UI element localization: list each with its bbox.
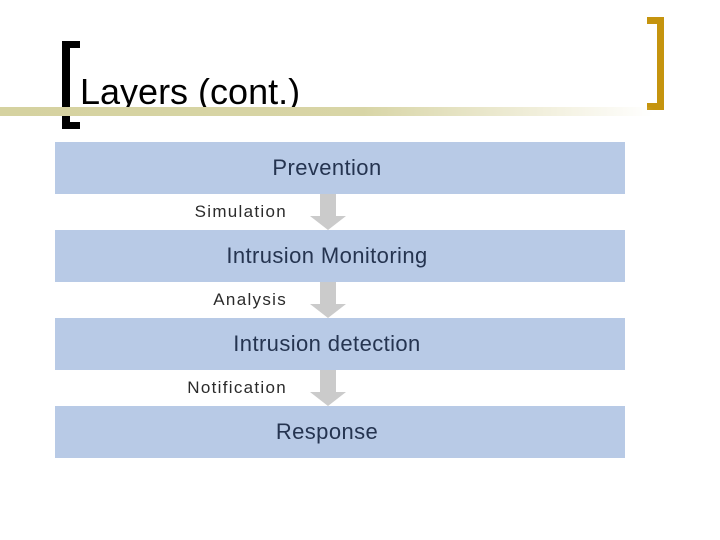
layer-bar-intrusion-monitoring: Intrusion Monitoring bbox=[55, 230, 625, 282]
down-arrow-icon bbox=[310, 194, 346, 230]
arrow-head bbox=[310, 304, 346, 318]
transition-row-simulation: Simulation bbox=[55, 194, 625, 230]
layer-bar-response: Response bbox=[55, 406, 625, 458]
layer-bar-prevention: Prevention bbox=[55, 142, 625, 194]
down-arrow-icon bbox=[310, 370, 346, 406]
page-title: Layers (cont.) bbox=[80, 71, 301, 112]
layer-bar-label: Intrusion Monitoring bbox=[226, 243, 428, 268]
transition-row-analysis: Analysis bbox=[55, 282, 625, 318]
title-underline bbox=[0, 107, 660, 116]
transition-row-notification: Notification bbox=[55, 370, 625, 406]
left-bracket-decoration bbox=[62, 41, 80, 129]
transition-label: Notification bbox=[187, 378, 287, 397]
down-arrow-icon bbox=[310, 282, 346, 318]
arrow-head bbox=[310, 216, 346, 230]
arrow-stem bbox=[320, 282, 336, 304]
layers-diagram: Prevention Simulation Intrusion Monitori… bbox=[55, 142, 625, 458]
arrow-stem bbox=[320, 194, 336, 216]
arrow-stem bbox=[320, 370, 336, 392]
layer-bar-label: Intrusion detection bbox=[233, 331, 421, 356]
layer-bar-intrusion-detection: Intrusion detection bbox=[55, 318, 625, 370]
arrow-head bbox=[310, 392, 346, 406]
layer-bar-label: Prevention bbox=[272, 155, 382, 180]
right-bracket-decoration bbox=[647, 17, 664, 110]
transition-label: Analysis bbox=[213, 290, 287, 309]
layer-bar-label: Response bbox=[275, 419, 379, 444]
transition-label: Simulation bbox=[194, 202, 287, 221]
